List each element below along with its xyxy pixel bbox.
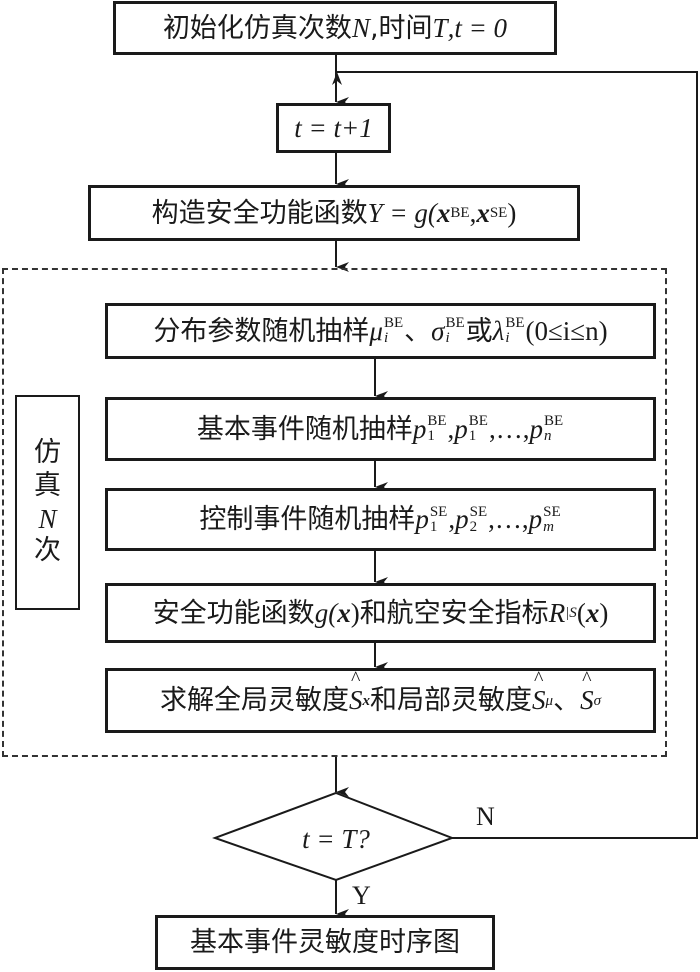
sigma-sup: BE (445, 315, 465, 331)
decision-text: t = T? (280, 824, 392, 855)
construct-comma: , (469, 197, 477, 228)
control-sup-m: SE (543, 503, 561, 520)
safety-R: R (548, 597, 566, 628)
safety-close: ) (350, 597, 360, 628)
init-var-n: N (351, 12, 370, 43)
arrow-no-loop-back (332, 71, 698, 839)
sensitivity-box: 求解全局灵敏度Sx和局部灵敏度Sμ、Sσ (105, 668, 656, 733)
construct-x2: x (476, 197, 490, 228)
loop-label-box: 仿 真 N 次 (15, 395, 80, 610)
sensitivity-zh-1: 求解全局灵敏度 (160, 685, 350, 716)
init-text-zh: 初始化仿真次数 (162, 12, 352, 44)
yes-label: Y (352, 881, 371, 910)
safety-x2: x (585, 597, 600, 628)
local-sensitivity-sigma-symbol: S (580, 669, 594, 714)
basic-sup-2: BE (468, 413, 488, 429)
loop-char-2: 真 (34, 469, 61, 501)
control-sup-2: SE (469, 503, 488, 520)
global-sensitivity-sub: x (362, 692, 371, 709)
safety-R-sub: |S (565, 605, 577, 621)
sensitivity-sep: 、 (553, 685, 581, 716)
basic-sup-n: BE (543, 413, 564, 429)
no-label: N (476, 802, 495, 831)
sensitivity-zh-2: 和局部灵敏度 (370, 685, 533, 716)
lambda-sup: BE (505, 315, 525, 331)
lambda-symbol: λ (492, 315, 505, 346)
loop-var-n: N (38, 503, 57, 534)
safety-close2: ) (599, 597, 609, 628)
local-sensitivity-mu-sub: μ (545, 692, 554, 709)
lambda-sub: i (505, 330, 510, 346)
init-var-t: T (432, 12, 448, 43)
increment-text: t = t+1 (294, 112, 373, 143)
safety-zh-1: 安全功能函数 (152, 597, 315, 629)
loop-char-1: 仿 (34, 436, 61, 468)
basic-comma: , (447, 413, 455, 444)
basic-p1: p (412, 413, 427, 444)
basic-dots: ,…, (488, 413, 530, 444)
control-p2: p (455, 504, 469, 534)
safety-zh-2: 和航空安全指标 (359, 597, 549, 629)
global-sensitivity-symbol: S (349, 669, 363, 714)
basic-sub-1: 1 (427, 428, 435, 444)
basic-pn: p (529, 413, 543, 444)
output-text: 基本事件灵敏度时序图 (190, 927, 460, 958)
sample-params-or: 或 (465, 315, 493, 347)
mu-sub: i (383, 330, 389, 346)
simulation-loop-region (2, 268, 667, 757)
construct-text-zh: 构造安全功能函数 (151, 197, 368, 229)
control-sub-1: 1 (429, 518, 438, 535)
local-sensitivity-sigma-sub: σ (593, 692, 601, 709)
init-sep: ,时间 (369, 12, 433, 44)
control-p1: p (415, 504, 429, 534)
mu-symbol: μ (369, 315, 383, 346)
control-sub-2: 2 (469, 518, 478, 535)
control-sub-m: m (543, 518, 554, 535)
sample-params-range: (0≤i≤n) (525, 315, 608, 346)
sigma-sub: i (445, 330, 450, 346)
sample-control-zh: 控制事件随机抽样 (199, 504, 416, 535)
loop-char-3: 次 (34, 535, 61, 567)
safety-open2: ( (576, 597, 586, 628)
safety-g: g( (314, 597, 338, 628)
basic-sup-1: BE (427, 413, 447, 429)
control-dots: ,…, (488, 504, 529, 534)
control-comma: , (448, 504, 456, 534)
sample-params-zh: 分布参数随机抽样 (153, 315, 370, 347)
sigma-symbol: σ (431, 315, 445, 346)
sample-params-sep: 、 (404, 315, 432, 347)
local-sensitivity-mu-symbol: S (532, 669, 546, 714)
control-pm: p (528, 504, 543, 534)
control-sup-1: SE (429, 503, 448, 520)
construct-close: ) (507, 197, 517, 228)
output-box: 基本事件灵敏度时序图 (155, 915, 495, 970)
mu-sup: BE (383, 315, 404, 331)
basic-sub-2: 1 (468, 428, 477, 444)
increment-box: t = t+1 (276, 103, 391, 153)
sample-basic-zh: 基本事件随机抽样 (196, 413, 413, 445)
construct-lhs: Y = g( (367, 197, 437, 228)
safety-x: x (337, 597, 351, 628)
construct-x1: x (436, 197, 451, 228)
decision-label: t = T? (302, 824, 370, 854)
basic-sub-n: n (543, 428, 552, 444)
init-tail: ,t = 0 (447, 12, 508, 43)
basic-p2: p (454, 413, 468, 444)
